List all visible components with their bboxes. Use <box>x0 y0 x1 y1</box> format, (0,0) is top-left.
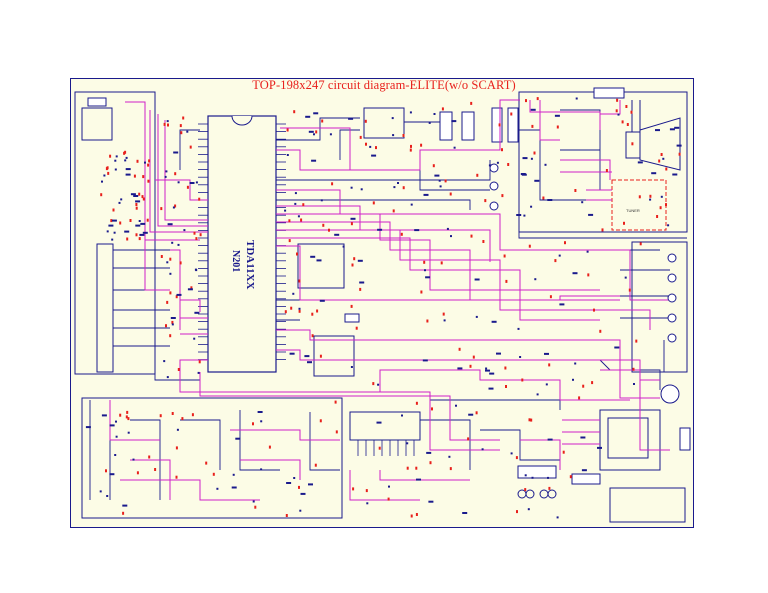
magenta-wiring <box>109 99 670 501</box>
av-socket-block <box>631 241 688 373</box>
coils <box>517 489 557 499</box>
ic-ref-label: N201 <box>230 250 241 272</box>
audio-out-block <box>599 409 661 471</box>
blue-wiring <box>89 109 687 500</box>
audio-ic <box>349 411 421 441</box>
ic-part-label: TDA11XX <box>244 240 256 290</box>
component-markers <box>100 97 681 518</box>
component-symbols <box>85 97 682 519</box>
connector-g <box>344 313 360 323</box>
connector-d <box>507 107 519 143</box>
notes-box <box>609 487 686 523</box>
connector-h <box>679 427 691 451</box>
connector-e <box>593 87 625 99</box>
ic-n201: N201 TDA11XX <box>198 115 286 373</box>
power-switch-block <box>81 107 113 141</box>
tuner-label: TUNER <box>626 208 640 213</box>
vertical-ic <box>607 417 649 459</box>
connector-f <box>87 97 107 107</box>
sound-ic <box>363 107 405 139</box>
diagram-title: TOP-198x247 circuit diagram-ELITE(w/o SC… <box>252 78 516 92</box>
rca-sockets <box>489 163 680 404</box>
keypad-connector <box>96 243 114 373</box>
connector-b <box>461 111 475 141</box>
connector-c <box>491 107 503 143</box>
tuner-box <box>611 179 667 231</box>
crt-output-block <box>518 91 688 233</box>
connector-i <box>571 473 601 485</box>
connector-j <box>517 465 557 479</box>
connector-a <box>439 111 453 141</box>
video-switch-ic <box>297 243 345 289</box>
power-supply-block <box>81 397 343 519</box>
crt-tube <box>625 100 681 171</box>
